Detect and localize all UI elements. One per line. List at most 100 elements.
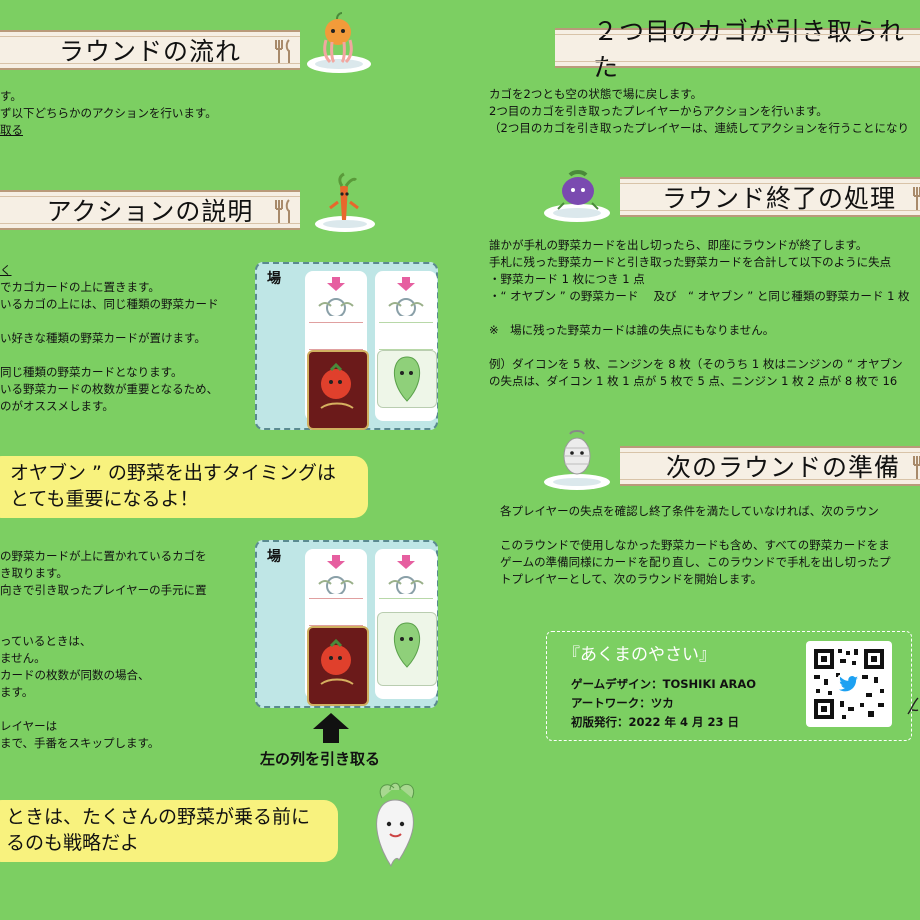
next-round-text: 各プレイヤーの失点を確認し終了条件を満たしていなければ、次のラウン このラウンド… xyxy=(500,503,891,588)
tomato-icon xyxy=(320,638,354,685)
down-arrow-icon xyxy=(327,555,345,569)
second-basket-line: （2つ目のカゴを引き取ったプレイヤーは、連続してアクションを行うことになり xyxy=(489,121,910,135)
round-end-line: 例）ダイコンを 5 枚、ニンジンを 8 枚（そのうち 1 枚はニンジンの “ オ… xyxy=(489,357,903,371)
round-end-line: ※ 場に残った野菜カードは誰の失点にもなりません。 xyxy=(489,323,775,337)
action2-line: ません。 xyxy=(0,651,46,665)
banner-title: ラウンド終了の処理 xyxy=(662,184,897,213)
round-end-line: ・“ オヤブン ” の野菜カード 及び “ オヤブン ” と同じ種類の野菜カード… xyxy=(489,289,910,303)
action2-line: カードの枚数が同数の場合、 xyxy=(0,668,150,682)
fork-knife-icon xyxy=(913,456,920,480)
field-diagram-2: 場 xyxy=(255,540,438,708)
credit-box: 『あくまのやさい』 ゲームデザイン：TOSHIKI ARAO アートワーク：ツカ… xyxy=(546,631,912,741)
stacked-card-edge xyxy=(309,322,363,350)
second-basket-text: カゴを2つとも空の状態で場に戻します。 2つ目のカゴを引き取ったプレイヤーからア… xyxy=(489,86,909,137)
stacked-card-edge xyxy=(379,598,433,611)
credit-art: アートワーク：ツカ xyxy=(571,696,674,710)
red-tomato-card xyxy=(307,350,369,430)
flow-line: す。 xyxy=(0,89,22,103)
fork-knife-icon xyxy=(275,199,290,224)
action2-line: の野菜カードが上に置かれているカゴを xyxy=(0,549,207,563)
arrow-up-icon xyxy=(313,713,349,743)
down-arrow-icon xyxy=(397,555,415,569)
second-basket-line: 2つ目のカゴを引き取ったプレイヤーからアクションを行います。 xyxy=(489,104,828,118)
signature-scribble xyxy=(907,697,919,715)
green-radish-card xyxy=(377,612,437,686)
round-end-line xyxy=(489,339,910,356)
next-round-line: ゲームの準備同様にカードを配り直し、このラウンドで手札を出し切ったプ xyxy=(500,555,891,569)
flow-line: ず以下どちらかのアクションを行います。 xyxy=(0,106,217,120)
basket-wreath-icon xyxy=(318,298,354,316)
banner-title: アクションの説明 xyxy=(46,197,254,226)
qr-code[interactable] xyxy=(806,641,892,727)
action1-line: い好きな種類の野菜カードが置けます。 xyxy=(0,331,206,345)
field-diagram-1: 場 xyxy=(255,262,438,430)
action1-line: でカゴカードの上に置きます。 xyxy=(0,280,160,294)
round-end-line: ・野菜カード 1 枚につき 1 点 xyxy=(489,272,645,286)
next-round-line: トプレイヤーとして、次のラウンドを開始します。 xyxy=(500,572,763,586)
down-arrow-icon xyxy=(397,277,415,291)
round-end-line: の失点は、ダイコン 1 枚 1 点が 5 枚で 5 点、ニンジン 1 枚 2 点… xyxy=(489,374,898,388)
stacked-card-edge xyxy=(309,598,363,626)
basket-wreath-icon xyxy=(318,576,354,594)
round-end-line: 手札に残った野菜カードと引き取った野菜カードを合計して以下のように失点 xyxy=(489,255,892,269)
game-title: 『あくまのやさい』 xyxy=(563,645,716,665)
action2-line: ます。 xyxy=(0,685,34,699)
field-label: 場 xyxy=(267,271,281,287)
banner-next-round: 次のラウンドの準備 xyxy=(620,446,920,486)
bubble-line: ときは、たくさんの野菜が乗る前に xyxy=(6,806,311,828)
action1-text: く でカゴカードの上に置きます。 いるカゴの上には、同じ種類の野菜カード い好き… xyxy=(0,262,219,415)
flow-line: 取る xyxy=(0,123,23,137)
banner-title: ２つ目のカゴが引き取られた xyxy=(593,17,906,82)
bubble-line: オヤブン ” の野菜を出すタイミングは xyxy=(10,462,336,484)
mummy-mascot-icon xyxy=(544,430,610,490)
banner-second-basket: ２つ目のカゴが引き取られた xyxy=(555,17,920,82)
action2-line: き取ります。 xyxy=(0,566,68,580)
action1-line: 同じ種類の野菜カードとなります。 xyxy=(0,365,183,379)
action2-line: レイヤーは xyxy=(0,719,58,733)
red-tomato-card xyxy=(307,626,369,706)
green-radish-card xyxy=(377,350,437,408)
credit-design: ゲームデザイン：TOSHIKI ARAO xyxy=(571,677,757,691)
down-arrow-icon xyxy=(327,277,345,291)
second-basket-line: カゴを2つとも空の状態で場に戻します。 xyxy=(489,87,703,101)
pumpkin-mascot-icon xyxy=(307,12,371,73)
radish-icon xyxy=(393,622,421,668)
bubble-line: とても重要になるよ！ xyxy=(10,488,199,510)
stacked-card-edge xyxy=(379,322,433,350)
banner-title: ラウンドの流れ xyxy=(58,37,241,66)
basket-wreath-icon xyxy=(388,298,424,316)
action1-line xyxy=(0,347,219,364)
fork-knife-icon xyxy=(275,39,290,64)
action1-line: いる野菜カードの枚数が重要となるため、 xyxy=(0,382,219,396)
bubble-line: るのも戦略だよ xyxy=(6,832,140,854)
basket-wreath-icon xyxy=(388,576,424,594)
tip-bubble-2: ときは、たくさんの野菜が乗る前に るのも戦略だよ xyxy=(0,800,338,862)
next-round-line xyxy=(500,520,891,537)
action2-line: 向きで引き取ったプレイヤーの手元に置 xyxy=(0,583,207,597)
action2-line: っているときは、 xyxy=(0,634,92,648)
action2-line xyxy=(0,599,207,616)
eggplant-mascot-icon xyxy=(544,170,610,222)
next-round-line: このラウンドで使用しなかった野菜カードも含め、すべての野菜カードをま xyxy=(500,538,890,552)
radish-ghost-mascot-icon xyxy=(376,782,414,868)
action1-line: のがオススメします。 xyxy=(0,399,114,413)
banner-round-flow: ラウンドの流れ xyxy=(0,30,300,70)
banner-action: アクションの説明 xyxy=(0,190,300,230)
flow-text: す。 ず以下どちらかのアクションを行います。 取る xyxy=(0,88,217,139)
field-label: 場 xyxy=(267,549,281,565)
twitter-bird-icon xyxy=(839,676,858,692)
round-end-line xyxy=(489,305,910,322)
tomato-icon xyxy=(320,362,354,409)
banner-round-end: ラウンド終了の処理 xyxy=(620,177,920,217)
next-round-line: 各プレイヤーの失点を確認し終了条件を満たしていなければ、次のラウン xyxy=(500,504,879,518)
action2-line xyxy=(0,616,207,633)
round-end-line: 誰かが手札の野菜カードを出し切ったら、即座にラウンドが終了します。 xyxy=(489,238,868,252)
carrot-mascot-icon xyxy=(315,172,375,232)
round-end-text: 誰かが手札の野菜カードを出し切ったら、即座にラウンドが終了します。 手札に残った… xyxy=(489,237,910,390)
action2-line: まで、手番をスキップします。 xyxy=(0,736,160,750)
fork-knife-icon xyxy=(913,187,920,211)
action1-line: いるカゴの上には、同じ種類の野菜カード xyxy=(0,297,219,311)
tip-bubble-1: オヤブン ” の野菜を出すタイミングは とても重要になるよ！ xyxy=(0,456,368,518)
action2-line xyxy=(0,701,207,718)
action1-line: く xyxy=(0,263,12,277)
